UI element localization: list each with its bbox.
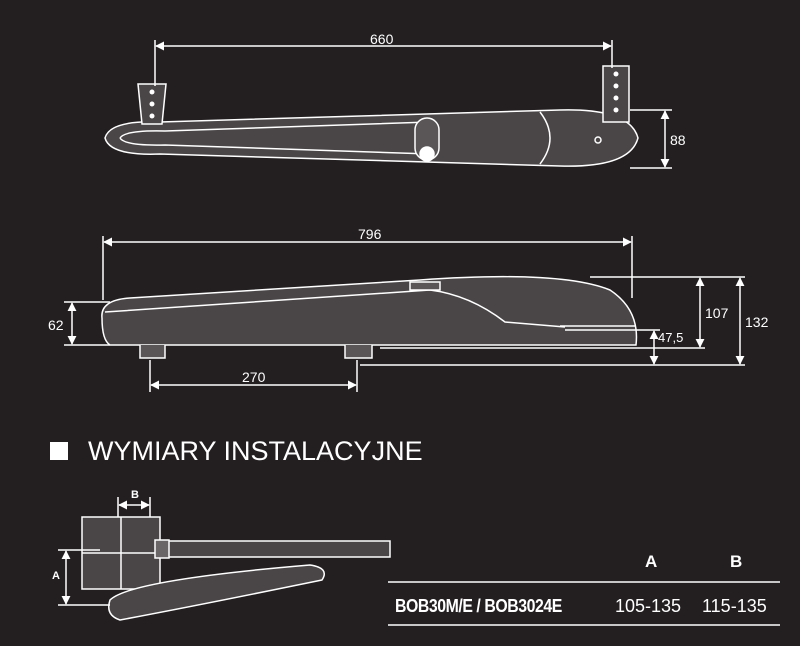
table-header-a: A — [645, 552, 658, 571]
dim-270: 270 — [242, 369, 266, 385]
top-view — [104, 40, 672, 169]
table-header-b: B — [730, 552, 743, 571]
dim-length-top: 660 — [370, 31, 394, 47]
dim-62: 62 — [48, 317, 64, 333]
dim-132: 132 — [745, 314, 769, 330]
side-view — [64, 236, 745, 392]
install-view — [58, 497, 391, 621]
dim-107: 107 — [705, 305, 729, 321]
dim-length-side: 796 — [358, 226, 382, 242]
label-b: B — [131, 489, 139, 501]
section-bullet — [50, 442, 68, 460]
section-title: WYMIARY INSTALACYJNE — [88, 436, 423, 466]
table-cell-model: BOB30M/E / BOB3024E — [395, 596, 562, 616]
label-a: A — [52, 570, 60, 582]
table-cell-b: 115-135 — [702, 596, 767, 616]
dim-height-top: 88 — [670, 132, 686, 148]
table-cell-a: 105-135 — [615, 596, 682, 616]
dim-47-5: 47,5 — [658, 330, 684, 345]
